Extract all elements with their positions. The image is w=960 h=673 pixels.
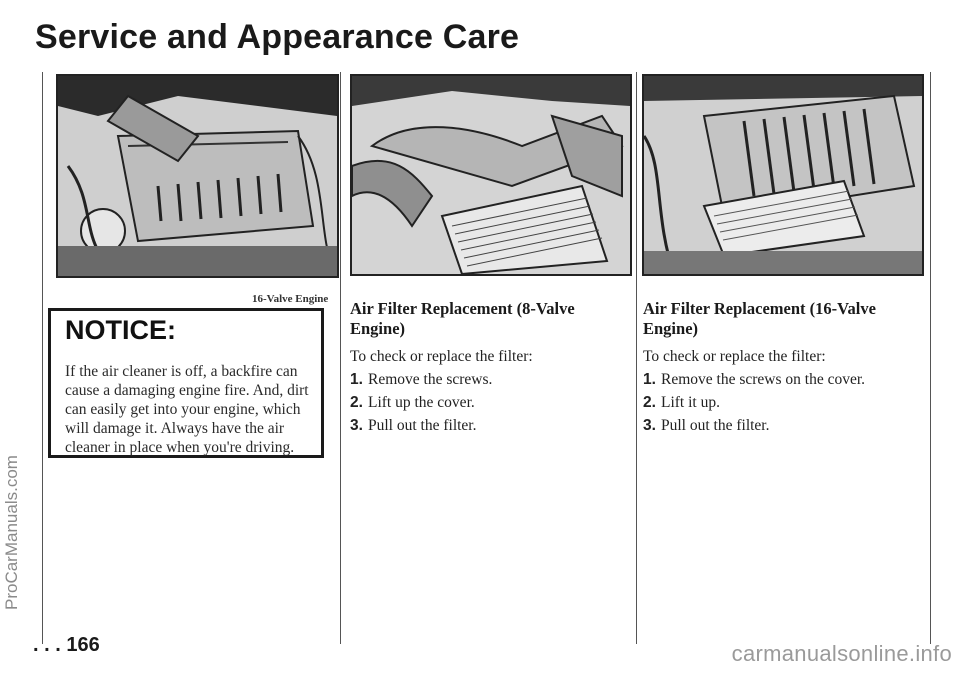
steps-list: 1. Remove the screws. 2. Lift up the cover… (350, 371, 630, 435)
step-item: 1. Remove the screws. (350, 371, 630, 389)
section-heading: Air Filter Replacement (8-Valve Engine) (350, 299, 575, 338)
page-number: . . . 166 (33, 634, 100, 656)
section-air-filter-16-valve: Air Filter Replacement (16-Valve Engine)… (643, 299, 923, 440)
section-heading: Air Filter Replacement (16-Valve Engine) (643, 299, 876, 338)
air-filter-illustration-16-valve (642, 74, 924, 276)
column-rule-right (636, 72, 637, 644)
step-text: Pull out the filter. (368, 417, 477, 434)
steps-list: 1. Remove the screws on the cover. 2. Lift… (643, 371, 923, 435)
step-number: 3. (643, 417, 656, 434)
column-rule-middle (340, 72, 341, 644)
side-watermark: ProCarManuals.com (2, 455, 21, 610)
step-text: Lift up the cover. (368, 394, 475, 411)
image-caption: 16-Valve Engine (252, 293, 329, 305)
step-text: Remove the screws. (368, 371, 493, 388)
section-intro: To check or replace the filter: (643, 348, 826, 365)
step-item: 3. Pull out the filter. (643, 417, 923, 435)
air-filter-illustration-8-valve (350, 74, 632, 276)
step-text: Lift it up. (661, 394, 720, 411)
step-item: 1. Remove the screws on the cover. (643, 371, 923, 389)
notice-body: If the air cleaner is off, a backfire ca… (65, 363, 309, 456)
step-number: 3. (350, 417, 363, 434)
column-rule-left (42, 72, 43, 644)
engine-illustration-16-valve (56, 74, 339, 278)
step-number: 1. (350, 371, 363, 388)
step-item: 3. Pull out the filter. (350, 417, 630, 435)
step-text: Remove the screws on the cover. (661, 371, 866, 388)
column-rule-far-right (930, 72, 931, 644)
step-item: 2. Lift it up. (643, 394, 923, 412)
step-number: 1. (643, 371, 656, 388)
bottom-watermark: carmanualsonline.info (731, 641, 952, 666)
step-number: 2. (350, 394, 363, 411)
section-air-filter-8-valve: Air Filter Replacement (8-Valve Engine) … (350, 299, 630, 440)
step-number: 2. (643, 394, 656, 411)
step-text: Pull out the filter. (661, 417, 770, 434)
step-item: 2. Lift up the cover. (350, 394, 630, 412)
notice-heading: NOTICE: (65, 315, 176, 345)
notice-box: NOTICE: If the air cleaner is off, a bac… (48, 308, 324, 458)
page-title: Service and Appearance Care (35, 18, 520, 56)
section-intro: To check or replace the filter: (350, 348, 533, 365)
